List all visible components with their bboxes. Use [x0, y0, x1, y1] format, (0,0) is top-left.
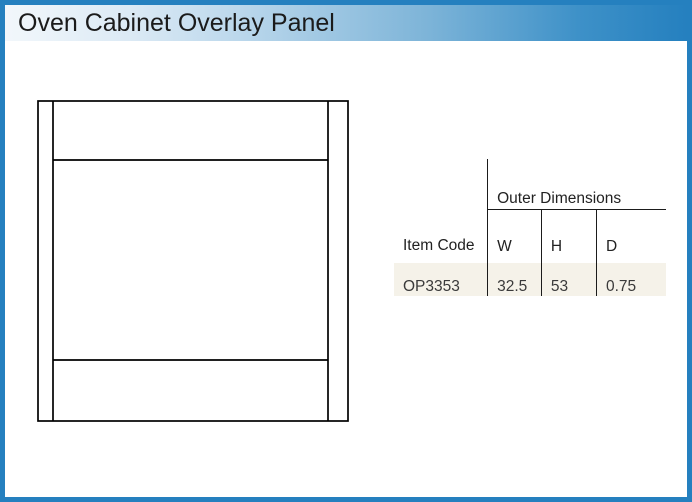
page-title: Oven Cabinet Overlay Panel	[18, 9, 335, 37]
column-header-d-label: D	[605, 238, 618, 255]
cell-d: 0.75	[595, 263, 666, 296]
cell-h-value: 53	[550, 278, 569, 295]
column-header-w-label: W	[497, 238, 512, 255]
table-group-header-row: Outer Dimensions	[394, 159, 666, 210]
column-header-h-label: H	[550, 238, 563, 255]
title-bar: Oven Cabinet Overlay Panel	[5, 5, 687, 41]
cell-d-value: 0.75	[605, 278, 637, 295]
outer-dimensions-table: Outer Dimensions Item Code W H D	[394, 159, 666, 296]
column-header-d: D	[595, 209, 666, 263]
group-header-blank	[394, 159, 488, 210]
column-header-item-code-label: Item Code	[403, 237, 475, 255]
group-header-outer-dimensions-label: Outer Dimensions	[497, 190, 622, 208]
column-header-item-code: Item Code	[394, 210, 488, 264]
cell-w: 32.5	[487, 263, 542, 296]
table-header-row: Item Code W H D	[394, 209, 666, 264]
cell-h: 53	[540, 263, 597, 296]
cabinet-drawing	[37, 100, 349, 422]
cell-w-value: 32.5	[497, 278, 528, 295]
group-header-outer-dimensions: Outer Dimensions	[487, 159, 666, 210]
outer-frame-shape	[37, 100, 349, 422]
cell-item-code: OP3353	[394, 263, 488, 296]
cell-item-code-value: OP3353	[403, 278, 460, 295]
column-header-w: W	[487, 209, 542, 263]
content-area: Outer Dimensions Item Code W H D	[5, 41, 687, 497]
column-header-h: H	[540, 209, 597, 263]
table-row: OP3353 32.5 53 0.75	[394, 263, 666, 296]
